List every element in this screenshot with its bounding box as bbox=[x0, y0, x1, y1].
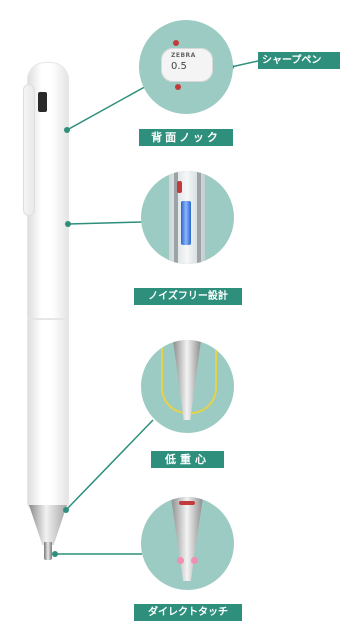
pen-clip bbox=[23, 84, 35, 216]
label-back-knock: 背面ノック bbox=[139, 129, 233, 146]
leader-line-back-knock bbox=[66, 83, 151, 131]
pen-window bbox=[38, 92, 47, 112]
anchor-dot-back-knock bbox=[64, 127, 70, 133]
metal-tip bbox=[171, 497, 203, 581]
label-low-center: 低重心 bbox=[151, 451, 224, 468]
inner-rod-left bbox=[174, 171, 178, 264]
anchor-dot-noise-free bbox=[65, 221, 71, 227]
leader-line-noise-free bbox=[67, 221, 143, 225]
knock-button: ZEBRA 0.5 bbox=[161, 48, 213, 82]
label-direct-touch: ダイレクトタッチ bbox=[134, 604, 242, 621]
pen-tip bbox=[44, 542, 52, 560]
label-noise-free: ノイズフリー設計 bbox=[134, 288, 242, 305]
red-accent-bottom bbox=[175, 84, 181, 90]
lead-size-text: 0.5 bbox=[171, 61, 187, 72]
pink-contact-right bbox=[191, 557, 198, 564]
detail-circle-noise-free bbox=[141, 171, 234, 264]
inner-rod-right bbox=[197, 171, 201, 264]
blue-ink-refill bbox=[181, 201, 191, 245]
leader-line-low-center bbox=[65, 419, 154, 511]
anchor-dot-direct-touch bbox=[52, 551, 58, 557]
detail-circle-low-center bbox=[141, 340, 234, 433]
label-mechanical-pencil: シャープペン bbox=[258, 52, 340, 69]
anchor-dot-low-center bbox=[63, 507, 69, 513]
detail-circle-direct-touch bbox=[141, 497, 234, 590]
pen-band bbox=[27, 318, 69, 320]
leader-line-mechanical-pencil bbox=[230, 60, 259, 68]
red-band bbox=[179, 501, 195, 505]
red-refill-mark bbox=[177, 181, 182, 193]
brand-engraving: ZEBRA bbox=[171, 52, 196, 59]
detail-circle-back-knock: ZEBRA 0.5 bbox=[139, 20, 233, 114]
pink-contact-left bbox=[177, 557, 184, 564]
red-accent-top bbox=[173, 40, 179, 46]
